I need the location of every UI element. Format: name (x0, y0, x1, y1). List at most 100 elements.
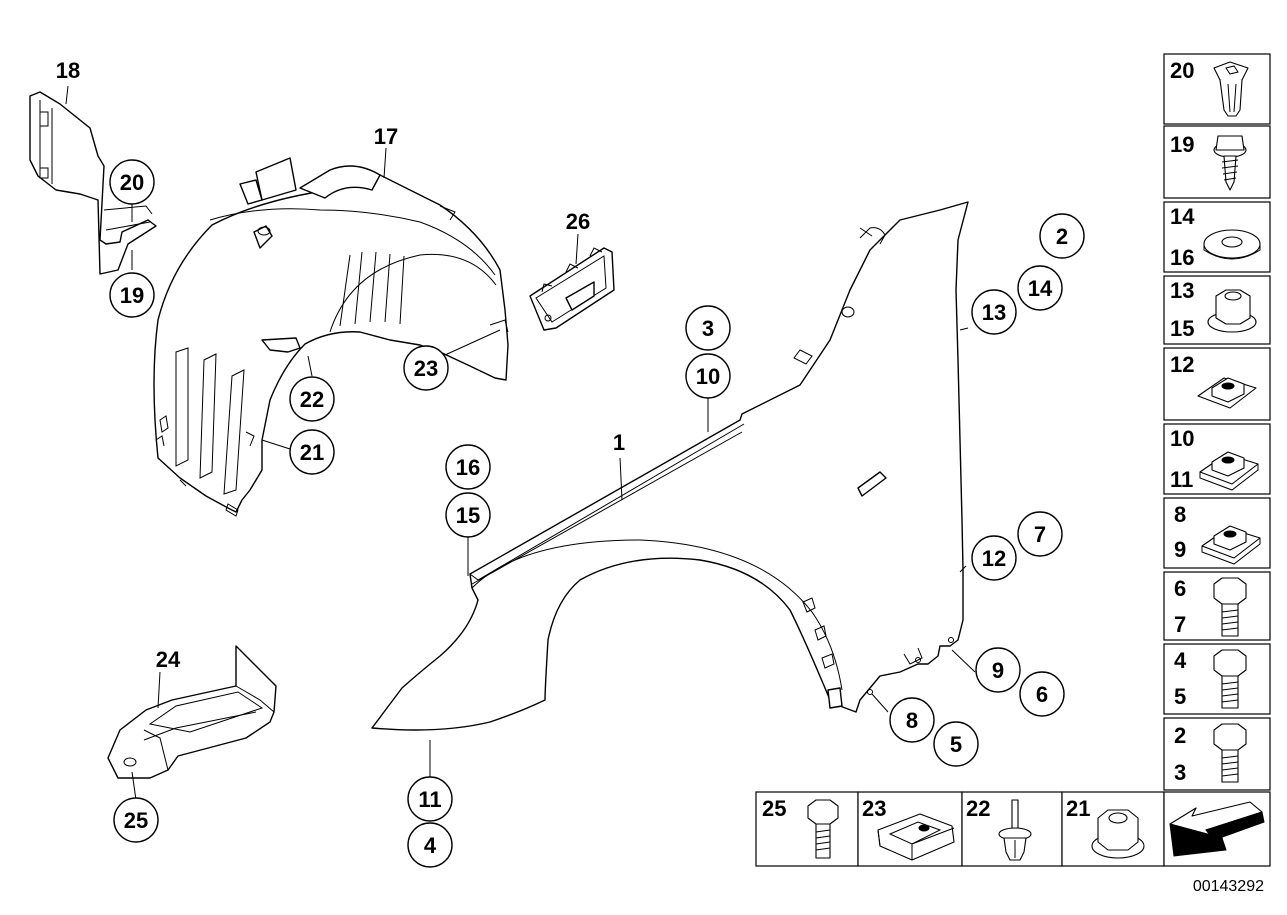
callout-circle-9 (975, 647, 1021, 693)
legend-cell-8-9 (1163, 497, 1271, 569)
direction-arrow-icon (1169, 801, 1265, 857)
legend-13-top: 13 (1170, 278, 1194, 303)
callout-circle-13 (971, 289, 1017, 335)
legend-7-bottom: 7 (1174, 612, 1186, 637)
collar-nut-icon-21 (1091, 809, 1145, 859)
legend-cell-20 (1163, 53, 1271, 125)
clip-icon-23 (877, 813, 955, 861)
collar-nut-icon (1207, 289, 1257, 333)
spring-nut-icon-10 (1199, 451, 1259, 491)
callout-circle-19 (109, 272, 155, 318)
callout-circle-5 (933, 721, 979, 767)
legend-5-bottom: 5 (1174, 684, 1186, 709)
callout-22: 22 (300, 387, 324, 412)
leader-26 (575, 233, 579, 265)
callout-23: 23 (414, 356, 438, 381)
legend-12-top: 12 (1170, 352, 1194, 377)
callout-circle-11 (407, 776, 453, 822)
callout-8: 8 (906, 708, 918, 733)
hex-bolt-icon-6 (1213, 577, 1247, 637)
liner-leaders (261, 147, 501, 450)
legend-22: 22 (966, 796, 990, 821)
callout-5: 5 (950, 732, 962, 757)
callout-26: 26 (566, 209, 590, 234)
bracket-18 (29, 91, 157, 275)
callout-13: 13 (982, 300, 1006, 325)
callout-16: 16 (456, 455, 480, 480)
callout-circle-21 (289, 429, 335, 475)
legend-21: 21 (1066, 796, 1090, 821)
callout-circle-25 (113, 797, 159, 843)
callout-circle-20 (109, 159, 155, 205)
callout-circle-10 (685, 353, 731, 399)
legend-3-bottom: 3 (1174, 760, 1186, 785)
rivet-icon-22 (998, 799, 1032, 861)
legend-6-top: 6 (1174, 576, 1186, 601)
callout-circle-4 (407, 822, 453, 868)
callout-circle-2 (1039, 213, 1085, 259)
spring-nut-icon-8 (1201, 525, 1261, 565)
legend-bottom: 25 23 22 21 (755, 791, 1271, 867)
callout-2: 2 (1056, 224, 1068, 249)
legend-10-top: 10 (1170, 426, 1194, 451)
callout-17: 17 (374, 124, 398, 149)
leader-25 (131, 771, 137, 801)
diagram-number: 00143292 (1193, 878, 1264, 895)
callout-circle-8 (889, 697, 935, 743)
callout-14: 14 (1028, 276, 1053, 301)
legend-25: 25 (762, 796, 786, 821)
callout-3: 3 (702, 316, 714, 341)
legend-15-bottom: 15 (1170, 316, 1194, 341)
legend-cell-19 (1163, 125, 1271, 199)
legend-23: 23 (862, 796, 886, 821)
legend-8-top: 8 (1174, 502, 1186, 527)
spring-nut-icon-12 (1197, 377, 1257, 409)
washer-icon (1203, 229, 1261, 260)
callout-18: 18 (56, 58, 80, 83)
legend-right: 20 19 14 16 13 15 (1163, 53, 1271, 791)
callout-10: 10 (696, 364, 720, 389)
callout-circle-3 (685, 305, 731, 351)
callout-15: 15 (456, 503, 480, 528)
front-fender (371, 201, 969, 731)
legend-4-top: 4 (1174, 648, 1187, 673)
callout-21: 21 (300, 440, 324, 465)
legend-14-top: 14 (1170, 204, 1195, 229)
callout-11: 11 (418, 787, 441, 812)
callout-circle-22 (289, 376, 335, 422)
legend-11-bottom: 11 (1170, 467, 1193, 492)
callout-circle-6 (1019, 671, 1065, 717)
callout-12: 12 (982, 546, 1006, 571)
legend-16-bottom: 16 (1170, 245, 1194, 270)
legend-2-top: 2 (1174, 723, 1186, 748)
fender-leaders (429, 327, 976, 781)
legend-19-top: 19 (1170, 132, 1194, 157)
callout-9: 9 (992, 658, 1004, 683)
callout-19: 19 (120, 283, 144, 308)
callout-7: 7 (1034, 522, 1046, 547)
hex-bolt-icon-4 (1213, 649, 1247, 709)
callout-labels: 1 3 10 2 14 13 16 15 7 12 9 6 8 5 11 4 1… (56, 58, 1085, 868)
callout-25: 25 (124, 808, 148, 833)
legend-20-top: 20 (1170, 58, 1194, 83)
callout-1: 1 (613, 430, 625, 455)
callout-circle-7 (1017, 511, 1063, 557)
leader-24 (157, 671, 161, 709)
callout-6: 6 (1036, 682, 1048, 707)
bracket-24 (107, 645, 277, 779)
callout-circle-14 (1017, 265, 1063, 311)
bolt-icon-25 (807, 799, 839, 859)
hex-bolt-icon-2 (1213, 723, 1247, 783)
self-tapping-screw-icon (1213, 135, 1247, 191)
callout-circle-16 (445, 444, 491, 490)
callout-circle-12 (971, 535, 1017, 581)
callout-24: 24 (156, 647, 181, 672)
callout-20: 20 (120, 170, 144, 195)
callout-circle-23 (403, 345, 449, 391)
callout-circle-15 (445, 492, 491, 538)
callout-4: 4 (424, 833, 437, 858)
wheel-arch-liner (153, 157, 509, 517)
leader-18 (65, 85, 69, 105)
